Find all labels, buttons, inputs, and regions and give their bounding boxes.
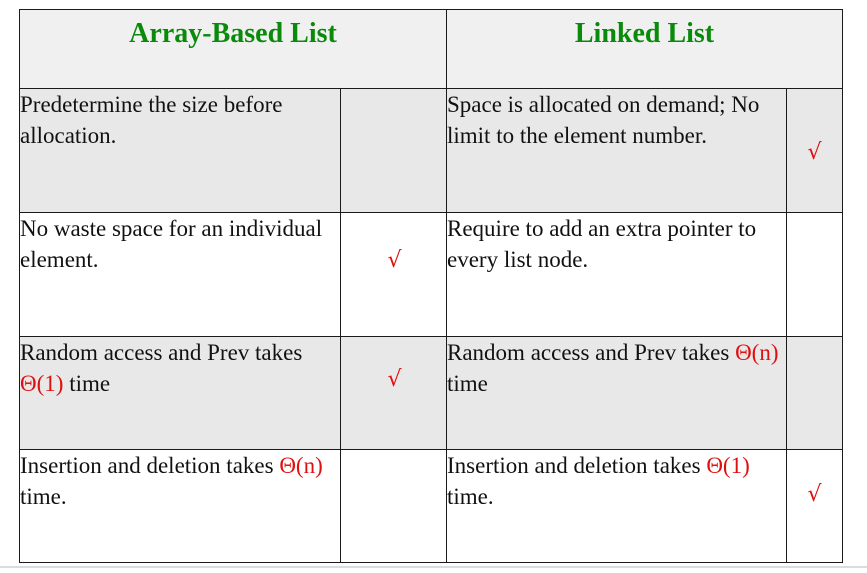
table-row: Insertion and deletion takes Θ(n) time. …: [19, 449, 843, 563]
array-check-cell: [340, 449, 447, 563]
linked-feature-text: Space is allocated on demand; No limit t…: [447, 92, 760, 148]
linked-check-cell: √: [786, 88, 843, 213]
check-mark-icon: √: [387, 366, 402, 392]
linked-feature-text-post: time: [447, 371, 488, 396]
comparison-table: Array-Based List Linked List Predetermin…: [19, 9, 843, 563]
linked-feature-text-post: time.: [447, 484, 494, 509]
linked-check-cell: [786, 212, 843, 337]
array-feature-text-pre: Random access and Prev takes: [20, 340, 303, 365]
theta-n-highlight: Θ(n): [279, 453, 323, 478]
array-feature-cell: Predetermine the size before allocation.: [19, 88, 341, 213]
linked-list-header: Linked List: [446, 9, 843, 89]
array-check-cell: √: [340, 336, 447, 450]
array-feature-text-post: time.: [20, 484, 67, 509]
array-check-cell: √: [340, 212, 447, 337]
linked-list-title: Linked List: [574, 18, 715, 49]
array-check-cell: [340, 88, 447, 213]
theta-n-highlight: Θ(n): [735, 340, 779, 365]
linked-feature-cell: Space is allocated on demand; No limit t…: [446, 88, 787, 213]
table-row: Random access and Prev takes Θ(1) time √…: [19, 336, 843, 450]
linked-feature-cell: Insertion and deletion takes Θ(1) time.: [446, 449, 787, 563]
theta-one-highlight: Θ(1): [706, 453, 750, 478]
linked-check-cell: √: [786, 449, 843, 563]
array-list-title: Array-Based List: [129, 18, 337, 49]
linked-feature-text: Require to add an extra pointer to every…: [447, 216, 757, 272]
array-feature-text: No waste space for an individual element…: [20, 216, 323, 272]
table-row: Predetermine the size before allocation.…: [19, 88, 843, 213]
linked-feature-text-pre: Random access and Prev takes: [447, 340, 736, 365]
array-feature-text-pre: Insertion and deletion takes: [20, 453, 280, 478]
check-mark-icon: √: [807, 481, 822, 507]
linked-feature-cell: Require to add an extra pointer to every…: [446, 212, 787, 337]
array-feature-cell: Insertion and deletion takes Θ(n) time.: [19, 449, 341, 563]
array-list-header: Array-Based List: [19, 9, 447, 89]
array-feature-text-post: time: [63, 371, 111, 396]
linked-check-cell: [786, 336, 843, 450]
check-mark-icon: √: [387, 248, 402, 273]
array-feature-cell: Random access and Prev takes Θ(1) time: [19, 336, 341, 450]
array-feature-cell: No waste space for an individual element…: [19, 212, 341, 337]
bottom-divider: [0, 566, 867, 568]
array-feature-text: Predetermine the size before allocation.: [20, 92, 283, 148]
linked-feature-text-pre: Insertion and deletion takes: [447, 453, 707, 478]
header-row: Array-Based List Linked List: [19, 9, 843, 89]
linked-feature-cell: Random access and Prev takes Θ(n) time: [446, 336, 787, 450]
table-row: No waste space for an individual element…: [19, 212, 843, 337]
check-mark-icon: √: [807, 140, 822, 165]
theta-one-highlight: Θ(1): [20, 371, 64, 396]
